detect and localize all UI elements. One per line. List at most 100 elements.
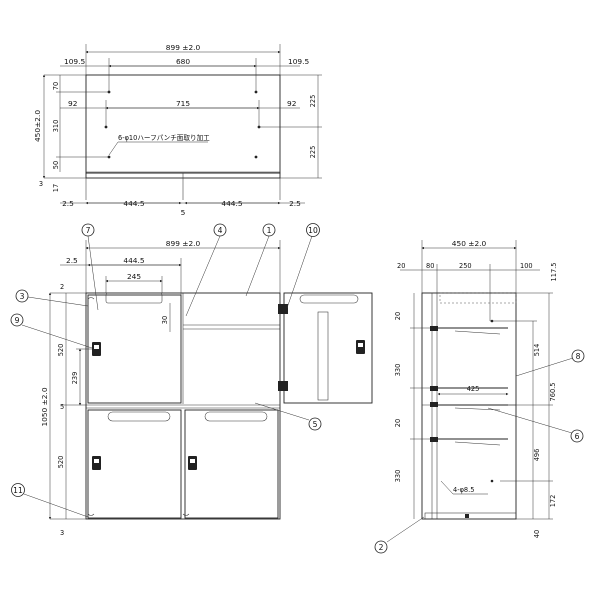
callout-7-label: 7: [86, 226, 91, 235]
side-left-20-top: 20: [394, 312, 402, 320]
side-hole: [490, 479, 494, 483]
side-d250: 250: [459, 262, 472, 270]
callout-leader-7: [87, 235, 99, 311]
dim-inner-span: 715: [176, 99, 190, 108]
front-height-lower: 520: [57, 456, 65, 469]
callout-6: [570, 429, 584, 443]
dim-edge-left: 109.5: [64, 57, 85, 66]
front-gap-5: 5: [60, 403, 64, 411]
callout-leader-6: [487, 407, 573, 434]
side-right-514: 514: [533, 344, 541, 357]
side-hole-leader: [440, 480, 454, 495]
dim-row-70: 70: [52, 82, 60, 90]
callout-1: [262, 223, 276, 237]
front-left-edge: 2.5: [66, 256, 78, 265]
mid-shelf-upper: [430, 386, 508, 391]
hole-note-leader: [108, 141, 119, 156]
callout-10: [306, 223, 320, 237]
side-right-760: 760.5: [549, 383, 557, 402]
dim-overall-width: 899 ±2.0: [166, 43, 201, 52]
upper-left-door: [87, 294, 182, 404]
top-view: 899 ±2.0 680 109.5 109.5 715 92 92 450±2…: [33, 43, 322, 217]
callout-leader-10: [286, 235, 313, 309]
callout-2-label: 2: [379, 543, 384, 552]
upper-shelf: [430, 326, 508, 335]
callout-7: [81, 223, 95, 237]
front-door-width: 444.5: [123, 256, 144, 265]
side-d80: 80: [426, 262, 434, 270]
side-overall-depth: 450 ±2.0: [452, 239, 487, 248]
callout-9: [10, 313, 24, 327]
callout-10-label: 10: [308, 226, 318, 235]
callout-8-label: 8: [576, 352, 581, 361]
callout-11: [11, 483, 25, 497]
dim-hole-span: 680: [176, 57, 190, 66]
front-lock-239: 239: [71, 372, 79, 385]
hinge-bottom: [278, 381, 288, 391]
callout-leader-3: [27, 296, 89, 307]
side-left-330-top: 330: [394, 364, 402, 377]
callout-2: [374, 540, 388, 554]
dim-bottom-gap: 5: [181, 208, 186, 217]
callout-leader-5: [254, 402, 310, 421]
front-handle-offset: 30: [161, 316, 169, 324]
top-hole: [254, 155, 258, 159]
side-foot: [465, 514, 469, 518]
callout-1-label: 1: [267, 226, 272, 235]
callout-4-label: 4: [218, 226, 223, 235]
lower-right-lock: [188, 456, 197, 470]
callout-leader-2: [386, 516, 425, 543]
callout-leader-1: [245, 235, 270, 297]
dim-row-50: 50: [52, 161, 60, 169]
corner-mark: [182, 513, 190, 516]
lower-right-handle: [204, 411, 268, 422]
open-door-lock: [356, 340, 365, 354]
front-total-height: 1050 ±2.0: [40, 387, 49, 426]
side-right-117: 117.5: [550, 263, 558, 282]
side-hole-note: 4-φ8.5: [453, 486, 474, 494]
dim-right-225-top: 225: [309, 95, 317, 108]
callout-5: [308, 417, 322, 431]
dim-row-310: 310: [52, 120, 60, 133]
dim-edge-right: 109.5: [288, 57, 309, 66]
upper-handle-slot: [105, 292, 163, 304]
callout-9-label: 9: [15, 316, 20, 325]
dim-inner-left: 92: [68, 99, 77, 108]
lower-shelf: [430, 437, 508, 446]
hole-note: 6-φ10ハーフパンチ面取り加工: [118, 133, 210, 142]
callouts: 7 4 1 10 3 9 11 5 8 6 2: [10, 223, 585, 554]
callout-leader-4: [185, 235, 221, 317]
lower-left-door: [87, 409, 182, 519]
dim-inner-right: 92: [287, 99, 296, 108]
dim-right-225-bottom: 225: [309, 146, 317, 159]
dim-base-3: 3: [39, 180, 43, 188]
front-view: 899 ±2.0 2.5 444.5 245 30 1050 ±2.0 2 52…: [40, 239, 373, 537]
dim-bottom-left: 2.5: [62, 199, 74, 208]
mid-shelf-lower: [430, 402, 508, 411]
callout-11-label: 11: [13, 486, 23, 495]
side-base: [424, 512, 517, 520]
front-height-upper: 520: [57, 344, 65, 357]
front-overall-width: 899 ±2.0: [166, 239, 201, 248]
open-door-handle: [299, 294, 359, 304]
side-left-20-bot: 20: [394, 419, 402, 427]
dim-bottom-half-right: 444.5: [221, 199, 242, 208]
side-right-496: 496: [533, 449, 541, 462]
callout-leader-11: [23, 493, 89, 518]
dim-bottom-right: 2.5: [289, 199, 301, 208]
front-bottom-3: 3: [60, 529, 64, 537]
lower-left-handle: [107, 411, 171, 422]
side-left-330-bot: 330: [394, 470, 402, 483]
side-top-hatch: [439, 292, 517, 304]
callout-3: [15, 289, 29, 303]
callout-6-label: 6: [575, 432, 580, 441]
open-door-rib: [317, 311, 329, 401]
callout-leader-9: [21, 324, 93, 349]
dim-base-17: 17: [52, 184, 60, 192]
dim-bottom-half-left: 444.5: [123, 199, 144, 208]
lower-right-door: [184, 409, 279, 519]
callout-leader-8: [515, 357, 574, 377]
callout-5-label: 5: [313, 420, 318, 429]
lower-left-lock: [92, 456, 101, 470]
